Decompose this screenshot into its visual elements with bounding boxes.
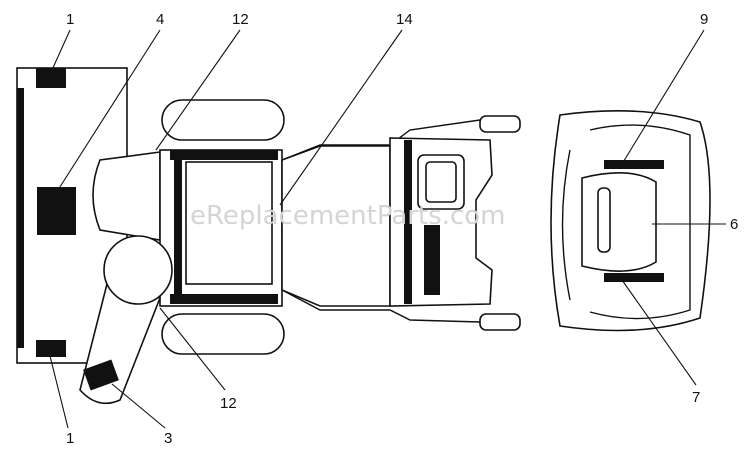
decal-1-top bbox=[36, 68, 66, 88]
engine-housing bbox=[92, 149, 283, 307]
callout-12-top: 12 bbox=[232, 11, 249, 28]
decal-9 bbox=[604, 160, 664, 169]
watermark-text: eReplacementParts.com bbox=[190, 201, 506, 231]
callout-4: 4 bbox=[156, 11, 164, 28]
decal-1-bottom bbox=[36, 340, 66, 357]
callout-12-bottom: 12 bbox=[220, 395, 237, 412]
callout-7: 7 bbox=[692, 389, 700, 406]
decal-3 bbox=[83, 359, 119, 391]
callout-numbers: 1 4 12 14 9 6 7 12 3 1 bbox=[66, 11, 738, 447]
callout-14: 14 bbox=[396, 11, 413, 28]
callout-1-top: 1 bbox=[66, 11, 74, 28]
control-panel bbox=[389, 137, 493, 307]
callout-3: 3 bbox=[164, 430, 172, 447]
discharge-chute bbox=[79, 235, 173, 405]
decal-7 bbox=[604, 273, 664, 282]
callout-6: 6 bbox=[730, 216, 738, 233]
callout-1-bottom: 1 bbox=[66, 430, 74, 447]
callout-9: 9 bbox=[700, 11, 708, 28]
wheels bbox=[161, 99, 285, 355]
leader-lines bbox=[49, 29, 726, 429]
frame bbox=[281, 115, 521, 331]
decal-4 bbox=[37, 187, 76, 235]
dash-handle bbox=[550, 110, 711, 332]
